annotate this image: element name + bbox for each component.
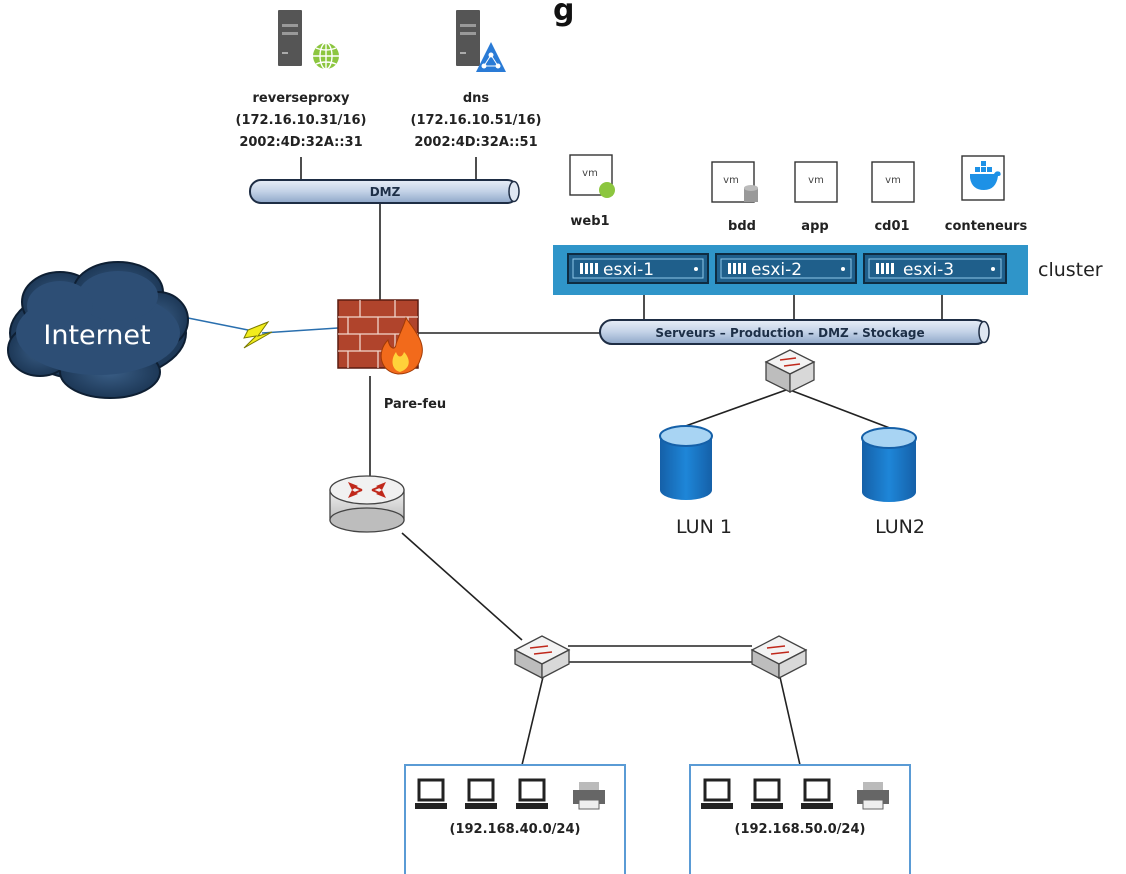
internet-cloud[interactable]: Internet bbox=[7, 261, 189, 399]
cluster[interactable]: esxi-1 esxi-2 esxi-3 cluster bbox=[553, 245, 1103, 295]
docker-icon bbox=[970, 161, 1001, 190]
switch-icon bbox=[764, 349, 816, 394]
vm-name: app bbox=[801, 219, 828, 234]
vm-name: conteneurs bbox=[945, 219, 1028, 234]
database-icon bbox=[659, 425, 713, 500]
host-name: esxi-2 bbox=[751, 260, 802, 280]
lightning-icon bbox=[243, 320, 273, 349]
web-server-icon bbox=[278, 10, 339, 70]
wan-link bbox=[187, 317, 339, 349]
storage-switch[interactable] bbox=[764, 349, 816, 394]
lun-label: LUN 1 bbox=[676, 516, 732, 538]
server-ipv6: 2002:4D:32A::51 bbox=[414, 135, 537, 150]
vm-tag: vm bbox=[885, 175, 901, 186]
server-reverseproxy[interactable]: reverseproxy (172.16.10.31/16) 2002:4D:3… bbox=[236, 10, 367, 150]
computer-icon bbox=[701, 778, 733, 809]
vm-web1[interactable]: vm web1 bbox=[569, 154, 615, 229]
computer-icon bbox=[516, 778, 548, 809]
host-name: esxi-1 bbox=[603, 260, 654, 280]
storage-lun-1[interactable]: LUN 1 bbox=[659, 425, 732, 538]
router[interactable] bbox=[329, 475, 405, 533]
router-icon bbox=[329, 475, 405, 533]
computer-icon bbox=[801, 778, 833, 809]
internet-label: Internet bbox=[43, 320, 150, 351]
globe-icon bbox=[599, 182, 615, 198]
vm-conteneurs[interactable]: conteneurs bbox=[945, 155, 1028, 234]
vm-name: bdd bbox=[728, 219, 756, 234]
esxi-host-2[interactable]: esxi-2 bbox=[715, 253, 857, 284]
dmz-bus[interactable]: DMZ bbox=[249, 179, 520, 204]
lan-40[interactable]: (192.168.40.0/24) bbox=[404, 764, 626, 874]
lan-subnet: (192.168.40.0/24) bbox=[450, 822, 581, 837]
database-icon bbox=[861, 427, 917, 502]
lan-subnet: (192.168.50.0/24) bbox=[735, 822, 866, 837]
esxi-host-3[interactable]: esxi-3 bbox=[863, 253, 1007, 284]
vm-tag: vm bbox=[723, 175, 739, 186]
database-icon bbox=[744, 185, 758, 202]
lan-switch-left[interactable] bbox=[513, 635, 571, 680]
servers-bus[interactable]: Serveurs – Production – DMZ - Stockage bbox=[599, 319, 990, 345]
printer-icon bbox=[857, 782, 889, 810]
computer-icon bbox=[465, 778, 497, 809]
vm-name: web1 bbox=[570, 214, 609, 229]
firewall-icon bbox=[337, 299, 423, 375]
server-name: reverseproxy bbox=[253, 91, 351, 106]
lan-50[interactable]: (192.168.50.0/24) bbox=[689, 764, 911, 874]
vm-tag: vm bbox=[582, 168, 598, 179]
host-name: esxi-3 bbox=[903, 260, 954, 280]
switch-icon bbox=[513, 635, 571, 680]
vm-tag: vm bbox=[808, 175, 824, 186]
printer-icon bbox=[573, 782, 605, 810]
esxi-host-1[interactable]: esxi-1 bbox=[567, 253, 709, 284]
firewall-label: Pare-feu bbox=[384, 397, 446, 412]
firewall[interactable]: Pare-feu bbox=[337, 299, 446, 412]
server-ipv4: (172.16.10.31/16) bbox=[236, 113, 367, 128]
server-dns[interactable]: dns (172.16.10.51/16) 2002:4D:32A::51 bbox=[411, 10, 542, 150]
server-name: dns bbox=[463, 91, 490, 106]
servers-bus-label: Serveurs – Production – DMZ - Stockage bbox=[655, 326, 924, 340]
vm-bdd[interactable]: vm bdd bbox=[711, 161, 758, 234]
title-fragment: g bbox=[553, 0, 574, 28]
storage-lun-2[interactable]: LUN2 bbox=[861, 427, 925, 538]
computer-icon bbox=[415, 778, 447, 809]
computer-icon bbox=[751, 778, 783, 809]
dmz-label: DMZ bbox=[370, 185, 401, 199]
switch-icon bbox=[750, 635, 808, 680]
switch-trunk-link bbox=[568, 645, 752, 663]
flame-icon bbox=[380, 316, 423, 375]
lan-switch-right[interactable] bbox=[750, 635, 808, 680]
dns-server-icon bbox=[456, 10, 506, 72]
vm-app[interactable]: vm app bbox=[794, 161, 838, 234]
vm-name: cd01 bbox=[874, 219, 909, 234]
vm-cd01[interactable]: vm cd01 bbox=[871, 161, 915, 234]
server-ipv4: (172.16.10.51/16) bbox=[411, 113, 542, 128]
cluster-label: cluster bbox=[1038, 259, 1103, 281]
lun-label: LUN2 bbox=[875, 516, 925, 538]
server-ipv6: 2002:4D:32A::31 bbox=[239, 135, 362, 150]
